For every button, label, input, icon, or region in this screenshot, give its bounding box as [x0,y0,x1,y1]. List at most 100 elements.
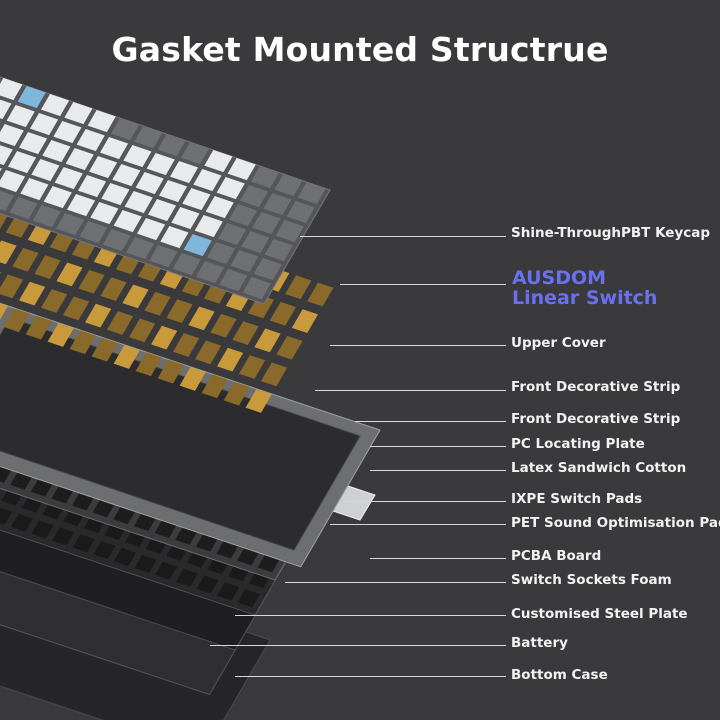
grid-cell [217,582,240,601]
grid-cell [7,151,37,174]
switch-grid [0,180,334,413]
grid-cell [297,182,326,205]
grid-cell [0,170,26,193]
grid-cell [34,255,61,279]
label-pcba: PCBA Board [511,548,602,564]
grid-cell [12,247,39,272]
grid-cell [179,367,206,391]
grid-cell [9,197,38,220]
label-front-strip-1: Front Decorative Strip [511,379,681,395]
grid-cell [134,126,163,149]
grid-cell [206,242,236,265]
grid-cell [0,303,8,320]
grid-cell [241,231,270,254]
grid-cell [0,145,13,166]
grid-cell [55,213,85,236]
grid-cell [107,311,134,335]
grid-cell [230,250,259,273]
grid-cell [10,513,33,532]
grid-cell [175,568,198,587]
grid-cell [285,275,312,300]
grid-cell [195,533,218,552]
grid-cell [47,323,74,347]
label-upper-cover: Upper Cover [511,335,606,351]
grid-cell [124,191,153,214]
grid-cell [17,86,46,109]
grid-cell [72,534,95,553]
grid-cell [172,253,201,276]
label-ixpe: IXPE Switch Pads [511,491,643,507]
grid-cell [194,215,223,238]
grid-cell [123,145,152,168]
grid-cell [0,190,15,212]
grid-cell [100,277,127,301]
grid-cell [219,269,248,292]
switch-highlight-label: AUSDOM Linear Switch [512,268,657,308]
grid-cell [182,188,211,211]
grid-cell [291,309,318,334]
grid-cell [51,485,74,504]
grid-cell [30,478,53,497]
grid-cell [112,164,141,187]
grid-cell [63,296,90,321]
grid-cell [0,240,17,265]
grid-cell [286,201,315,224]
grid-cell [193,169,222,192]
grid-cell [99,137,129,160]
grid-cell [76,129,105,152]
grid-cell [173,333,200,357]
leader-front-strip-2 [355,421,506,422]
grid-cell [216,177,245,200]
grid-cell [0,124,24,147]
grid-cell [217,223,247,246]
grid-cell [20,178,49,201]
grid-cell [263,193,292,216]
grid-cell [157,359,184,384]
grid-cell [122,284,149,309]
grid-cell [91,337,118,362]
grid-cell [31,159,60,182]
leader-pet-pads [330,524,506,525]
grid-cell [134,554,157,573]
grid-cell [195,261,225,284]
grid-cell [25,315,52,340]
label-latex-cotton: Latex Sandwich Cotton [511,460,687,476]
grid-cell [90,202,119,225]
leader-battery [210,645,506,646]
grid-cell [250,166,280,189]
grid-cell [237,547,260,566]
grid-cell [129,318,156,343]
grid-cell [196,575,219,594]
grid-cell [0,78,23,101]
grid-cell [77,175,107,198]
grid-cell [88,156,118,179]
grid-cell [275,220,304,243]
leader-keycap [300,236,506,237]
grid-cell [113,506,136,525]
grid-cell [144,291,171,316]
grid-cell [41,289,68,313]
grid-cell [136,218,166,241]
leader-front-strip-1 [315,390,506,391]
grid-cell [204,150,233,173]
grid-cell [31,520,54,539]
grid-cell [3,308,30,333]
grid-cell [257,554,280,573]
grid-cell [53,121,82,144]
grid-cell [261,362,288,387]
grid-cell [54,167,83,190]
grid-cell [133,512,157,531]
grid-cell [78,269,105,294]
grid-cell [227,158,256,181]
leader-steel-plate [235,615,506,616]
grid-cell [19,281,46,306]
label-front-strip-2: Front Decorative Strip [511,411,681,427]
grid-cell [307,282,334,307]
grid-cell [232,321,259,345]
grid-cell [135,172,164,195]
grid-cell [183,234,212,257]
grid-cell [158,180,188,203]
grid-cell [239,355,266,379]
grid-cell [245,389,272,413]
